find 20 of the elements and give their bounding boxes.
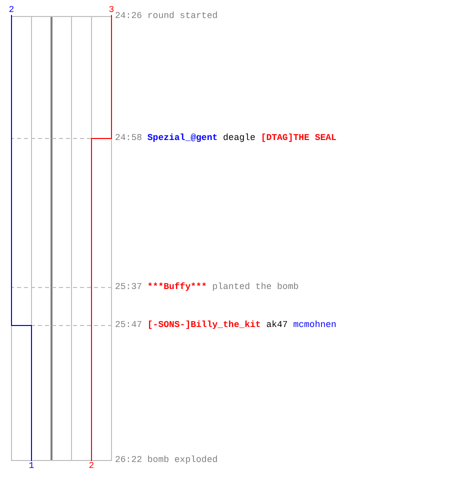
player-name: [DTAG]THE SEAL xyxy=(260,133,336,143)
event-time: 24:58 xyxy=(115,133,142,143)
event-time: 25:47 xyxy=(115,320,142,330)
player-name: Spezial_@gent xyxy=(147,133,218,143)
player-name: [-SONS-]Billy_the_kit xyxy=(147,320,261,330)
event-text: planted the bomb xyxy=(212,282,299,292)
event-time: 25:37 xyxy=(115,282,142,292)
event-time: 26:22 xyxy=(115,455,142,465)
event-text: round started xyxy=(147,11,218,21)
player-count: 1 xyxy=(24,461,38,471)
weapon-name: ak47 xyxy=(266,320,288,330)
team-line xyxy=(11,14,32,462)
event-text: bomb exploded xyxy=(147,455,218,465)
player-count: 2 xyxy=(84,461,98,471)
event-guide-line xyxy=(10,287,112,288)
weapon-name: deagle xyxy=(223,133,256,143)
player-name: mcmohnen xyxy=(293,320,336,330)
player-count: 2 xyxy=(4,5,18,15)
team-line xyxy=(91,14,112,462)
player-name: ***Buffy*** xyxy=(147,282,207,292)
